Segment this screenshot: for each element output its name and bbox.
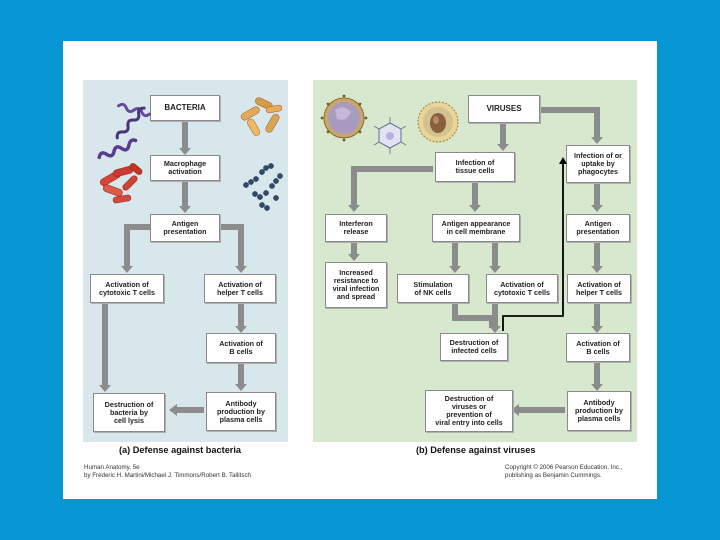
panel-viruses [313,80,637,442]
credit-authors: Human Anatomy, 5e by Frederic H. Martini… [84,464,251,479]
arrow-antigen-cytotoxic [124,224,150,268]
box-antigen-membrane: Antigen appearance in cell membrane [432,214,520,242]
bacilli-bacteria-icon [240,97,283,136]
arrow-antigen-helper [220,224,244,268]
box-infection-phagocytes: Infection of or uptake by phagocytes [566,145,630,183]
box-infection-tissue: Infection of tissue cells [435,152,515,182]
box-antibody-b: Antibody production by plasma cells [567,391,631,431]
arrow-infection-interferon [351,166,433,207]
spirochete-bacteria-icon [97,102,151,160]
box-increased-resistance: Increased resistance to viral infection … [325,262,387,308]
caption-viruses: (b) Defense against viruses [416,445,536,455]
credit-copyright: Copyright © 2006 Pearson Education, Inc.… [505,464,623,479]
box-antibody-a: Antibody production by plasma cells [206,392,276,431]
box-destruction-infected: Destruction of infected cells [440,333,508,361]
box-viruses: VIRUSES [468,95,540,123]
box-macrophage-activation: Macrophage activation [150,155,220,181]
cocci-bacteria-icon [243,163,283,211]
box-b-cells-b: Activation of B cells [566,333,630,362]
highlight-arrow [502,162,564,331]
box-destruction-viruses: Destruction of viruses or prevention of … [425,390,513,432]
box-b-cells-a: Activation of B cells [206,333,276,363]
box-interferon: Interferon release [325,214,387,242]
box-antigen-presentation-a: Antigen presentation [150,214,220,242]
box-cytotoxic-t-b: Activation of cytotoxic T cells [486,274,558,303]
box-cytotoxic-t-a: Activation of cytotoxic T cells [90,274,164,303]
virus-enveloped-icon [417,101,459,143]
box-helper-t-a: Activation of helper T cells [204,274,276,303]
virus-icosahedral-icon [373,117,407,154]
arrow-viruses-phagocytes [540,107,600,139]
caption-bacteria: (a) Defense against bacteria [119,445,242,455]
rod-bacteria-icon [99,163,143,204]
box-nk-cells: Stimulation of NK cells [397,274,469,303]
box-antigen-presentation-b: Antigen presentation [566,214,630,242]
virus-sphere-icon [320,94,368,142]
box-helper-t-b: Activation of helper T cells [567,274,631,303]
box-destruction-bacteria: Destruction of bacteria by cell lysis [93,393,165,432]
box-bacteria: BACTERIA [150,95,220,121]
